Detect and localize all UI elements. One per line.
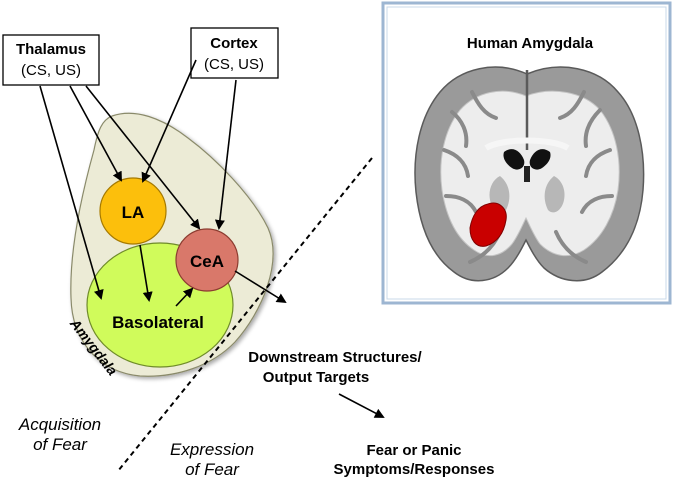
arrow-downstream-to-symptoms: [338, 393, 385, 418]
coronal-brain-slice-image: [414, 66, 645, 282]
arrow-thalamus-to-la: [69, 85, 122, 182]
arrow-thalamus-to-cea: [85, 85, 201, 230]
thalamus-inputs: (CS, US): [21, 62, 81, 79]
symptoms-label-line2: Symptoms/Responses: [334, 461, 495, 478]
acquisition-label-line1: Acquisition: [18, 415, 101, 434]
cea-nucleus: [175, 228, 239, 292]
cortex-box: Cortex (CS, US): [190, 27, 279, 79]
la-nucleus: [99, 177, 167, 245]
arrow-basolateral-to-cea: [175, 287, 194, 307]
arrow-la-to-basolateral: [139, 244, 153, 302]
phase-divider-line: [117, 157, 373, 472]
arrow-cortex-to-cea: [214, 79, 237, 230]
brain-panel: Human Amygdala: [381, 1, 672, 305]
arrow-thalamus-to-basolateral: [39, 85, 104, 300]
cortex-inputs: (CS, US): [204, 56, 264, 73]
brain-panel-title: Human Amygdala: [467, 35, 594, 52]
thalamus-box: Thalamus (CS, US): [2, 34, 100, 86]
arrow-cea-to-downstream: [234, 270, 287, 304]
downstream-label-line1: Downstream Structures/: [248, 349, 422, 366]
thalamus-title: Thalamus: [16, 41, 86, 58]
expression-label-line2: of Fear: [185, 460, 240, 479]
cea-label: CeA: [190, 252, 224, 271]
connection-arrows: [39, 59, 385, 418]
amygdala-highlight-region: [469, 202, 507, 247]
expression-label-line1: Expression: [170, 440, 254, 459]
downstream-label-line2: Output Targets: [263, 369, 369, 386]
la-label: LA: [122, 203, 145, 222]
cortex-title: Cortex: [210, 35, 258, 52]
symptoms-label-line1: Fear or Panic: [366, 442, 461, 459]
arrow-cortex-to-la: [141, 59, 197, 183]
basolateral-label: Basolateral: [112, 313, 204, 332]
acquisition-label-line2: of Fear: [33, 435, 88, 454]
